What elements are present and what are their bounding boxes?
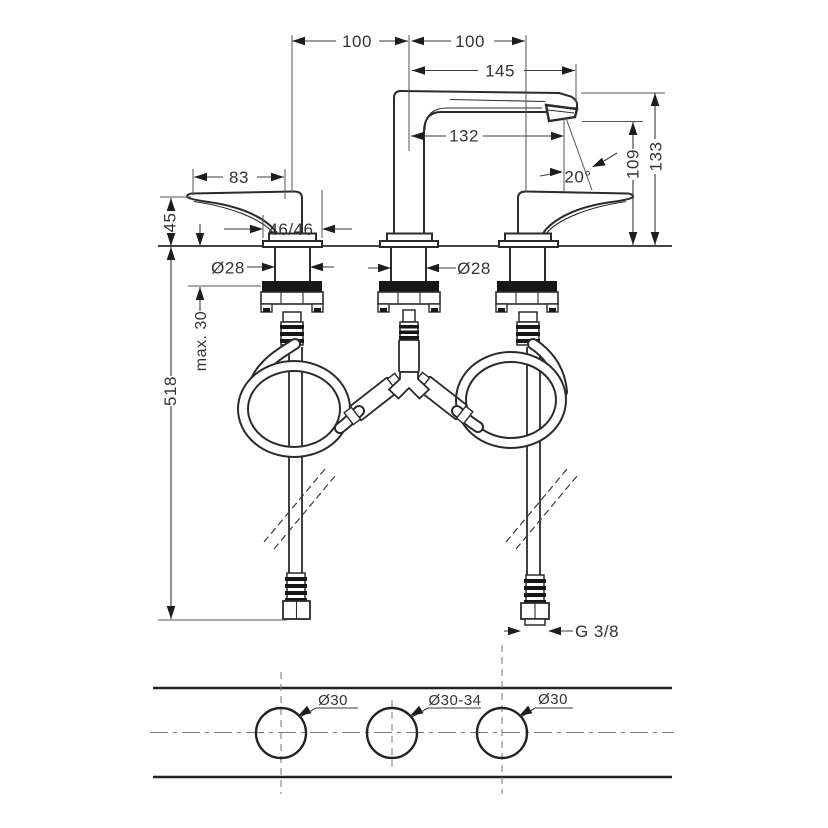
elevation-view — [158, 89, 672, 626]
middle-valve — [377, 232, 441, 340]
plan-leaders — [295, 705, 573, 720]
pipe-break-marks — [263, 468, 578, 550]
hole-middle — [365, 706, 419, 760]
dim-spout-height-total: 133 — [647, 142, 666, 172]
extension-lines — [158, 35, 665, 621]
dim-escutcheon: 46/46 — [268, 220, 313, 239]
dim-hole-spacing-right: 100 — [455, 32, 485, 51]
dim-supply-thread: G 3/8 — [575, 622, 619, 641]
valve-shank-left — [274, 246, 311, 283]
vertical-braided-fitting — [398, 339, 420, 373]
dim-aerator-height: 109 — [624, 149, 643, 179]
y-piece — [387, 371, 431, 400]
hose-end-right — [520, 574, 550, 626]
hose-end-left — [282, 572, 311, 620]
dim-shank-left: Ø28 — [211, 259, 245, 278]
dim-spout-reach-total: 145 — [485, 62, 515, 81]
dimensions: 100 100 145 132 83 46/46 Ø28 Ø28 20° G 3… — [158, 32, 666, 641]
dim-connection-height: 518 — [161, 376, 180, 406]
left-valve — [260, 232, 324, 346]
right-valve — [495, 232, 559, 346]
right-handle — [517, 190, 635, 238]
left-hose-loop — [237, 338, 365, 458]
plan-hole-axes — [280, 645, 503, 794]
plan-hole-left-label: Ø30 — [318, 692, 348, 709]
right-hose-loop — [451, 338, 568, 449]
hole-plan-view: Ø30 Ø30-34 Ø30 — [150, 645, 674, 794]
valve-shank-middle — [390, 246, 427, 283]
hole-right — [475, 706, 529, 760]
aerator — [544, 103, 579, 123]
plan-hole-right-label: Ø30 — [538, 691, 568, 708]
faucet-spout — [393, 89, 579, 239]
hole-left — [254, 706, 308, 760]
plan-hole-middle-label: Ø30-34 — [428, 692, 481, 709]
dim-spout-reach: 132 — [449, 127, 479, 146]
valve-shank-right — [509, 246, 546, 283]
dim-hole-spacing-left: 100 — [342, 32, 372, 51]
dim-handle-height: 45 — [161, 213, 180, 233]
dim-shank-middle: Ø28 — [457, 259, 491, 278]
supply-pipes — [263, 347, 578, 575]
dim-handle-length: 83 — [229, 168, 249, 187]
left-braided-fitting — [343, 372, 405, 426]
tee-connector — [343, 339, 474, 426]
spray-angle-slant-ref — [565, 117, 593, 191]
dim-spray-angle: 20° — [564, 168, 591, 187]
plan-deck-edges — [153, 686, 672, 779]
dim-max-mounting-thickness: max. 30 — [193, 311, 210, 371]
